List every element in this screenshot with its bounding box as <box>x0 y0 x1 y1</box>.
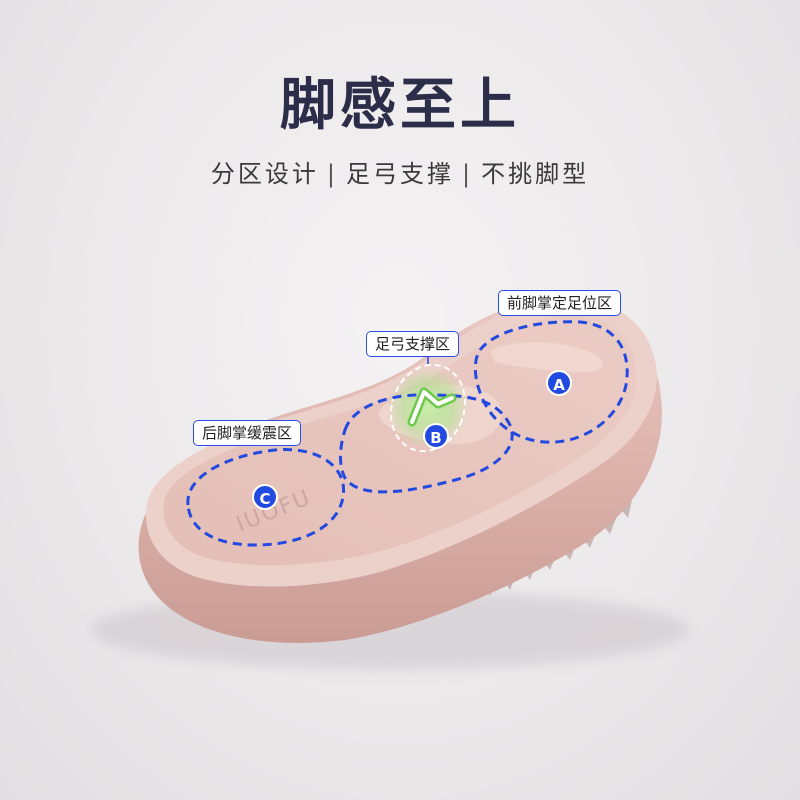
zone-badge-a: A <box>546 370 572 396</box>
zone-arch-outline <box>339 393 514 494</box>
zone-label-forefoot: 前脚掌定足位区 <box>498 290 622 316</box>
page-title: 脚感至上 <box>280 73 520 138</box>
arch-support-icon <box>407 387 457 427</box>
zone-label-arch: 足弓支撑区 <box>366 331 460 357</box>
feature-zoned-design: 分区设计 <box>210 160 319 188</box>
footbed <box>163 315 637 566</box>
arch-glow-outline <box>389 363 467 453</box>
zone-badge-c: C <box>252 484 278 510</box>
feature-fits-all-feet: 不挑脚型 <box>481 160 590 188</box>
separator: | <box>326 160 338 188</box>
zone-badge-b: B <box>423 423 449 449</box>
forefoot-ridge <box>490 341 603 372</box>
separator: | <box>462 160 474 188</box>
zone-heel-outline <box>186 448 346 547</box>
feature-subtitle: 分区设计|足弓支撑|不挑脚型 <box>0 162 800 186</box>
arch-glow <box>386 368 470 448</box>
feature-arch-support: 足弓支撑 <box>346 160 454 188</box>
zone-forefoot-outline <box>473 320 629 444</box>
zone-label-heel: 后脚掌缓震区 <box>193 420 302 446</box>
